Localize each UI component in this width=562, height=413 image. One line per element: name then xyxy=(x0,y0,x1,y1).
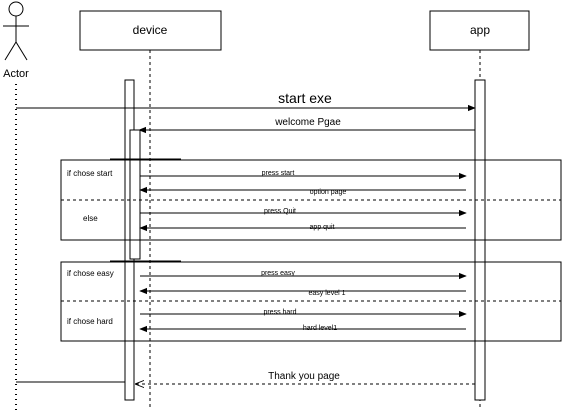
device-header xyxy=(79,10,222,51)
message-easy-level-label: easy level 1 xyxy=(309,290,346,297)
message-press-hard-label: press hard xyxy=(263,309,296,316)
message-thank-you-label: Thank you page xyxy=(268,371,340,382)
guard-else: else xyxy=(83,214,98,223)
message-press-quit-label: press Quit xyxy=(264,208,296,215)
message-start-exe-label: start exe xyxy=(278,90,332,106)
message-app-quit-label: app quit xyxy=(310,224,335,231)
device-label: device xyxy=(133,23,168,37)
message-option-page-label: option page xyxy=(310,189,347,196)
message-press-easy-label: press easy xyxy=(261,270,295,277)
message-hard-level-label: hard level1 xyxy=(303,325,337,332)
app-label: app xyxy=(470,23,490,37)
message-welcome-label: welcome Pgae xyxy=(274,117,341,128)
device-inner-activation xyxy=(129,129,141,260)
message-press-start-label: press start xyxy=(262,170,295,177)
guard-if-chose-easy: if chose easy xyxy=(67,269,114,278)
app-header xyxy=(429,10,530,51)
fragment-difficulty: if chose easy if chose hard xyxy=(60,260,562,342)
guard-if-chose-start: if chose start xyxy=(67,169,113,178)
actor-label: Actor xyxy=(3,68,29,80)
fragment-start: if chose start else xyxy=(60,158,562,241)
actor-figure xyxy=(3,1,29,61)
guard-if-chose-hard: if chose hard xyxy=(67,317,113,326)
